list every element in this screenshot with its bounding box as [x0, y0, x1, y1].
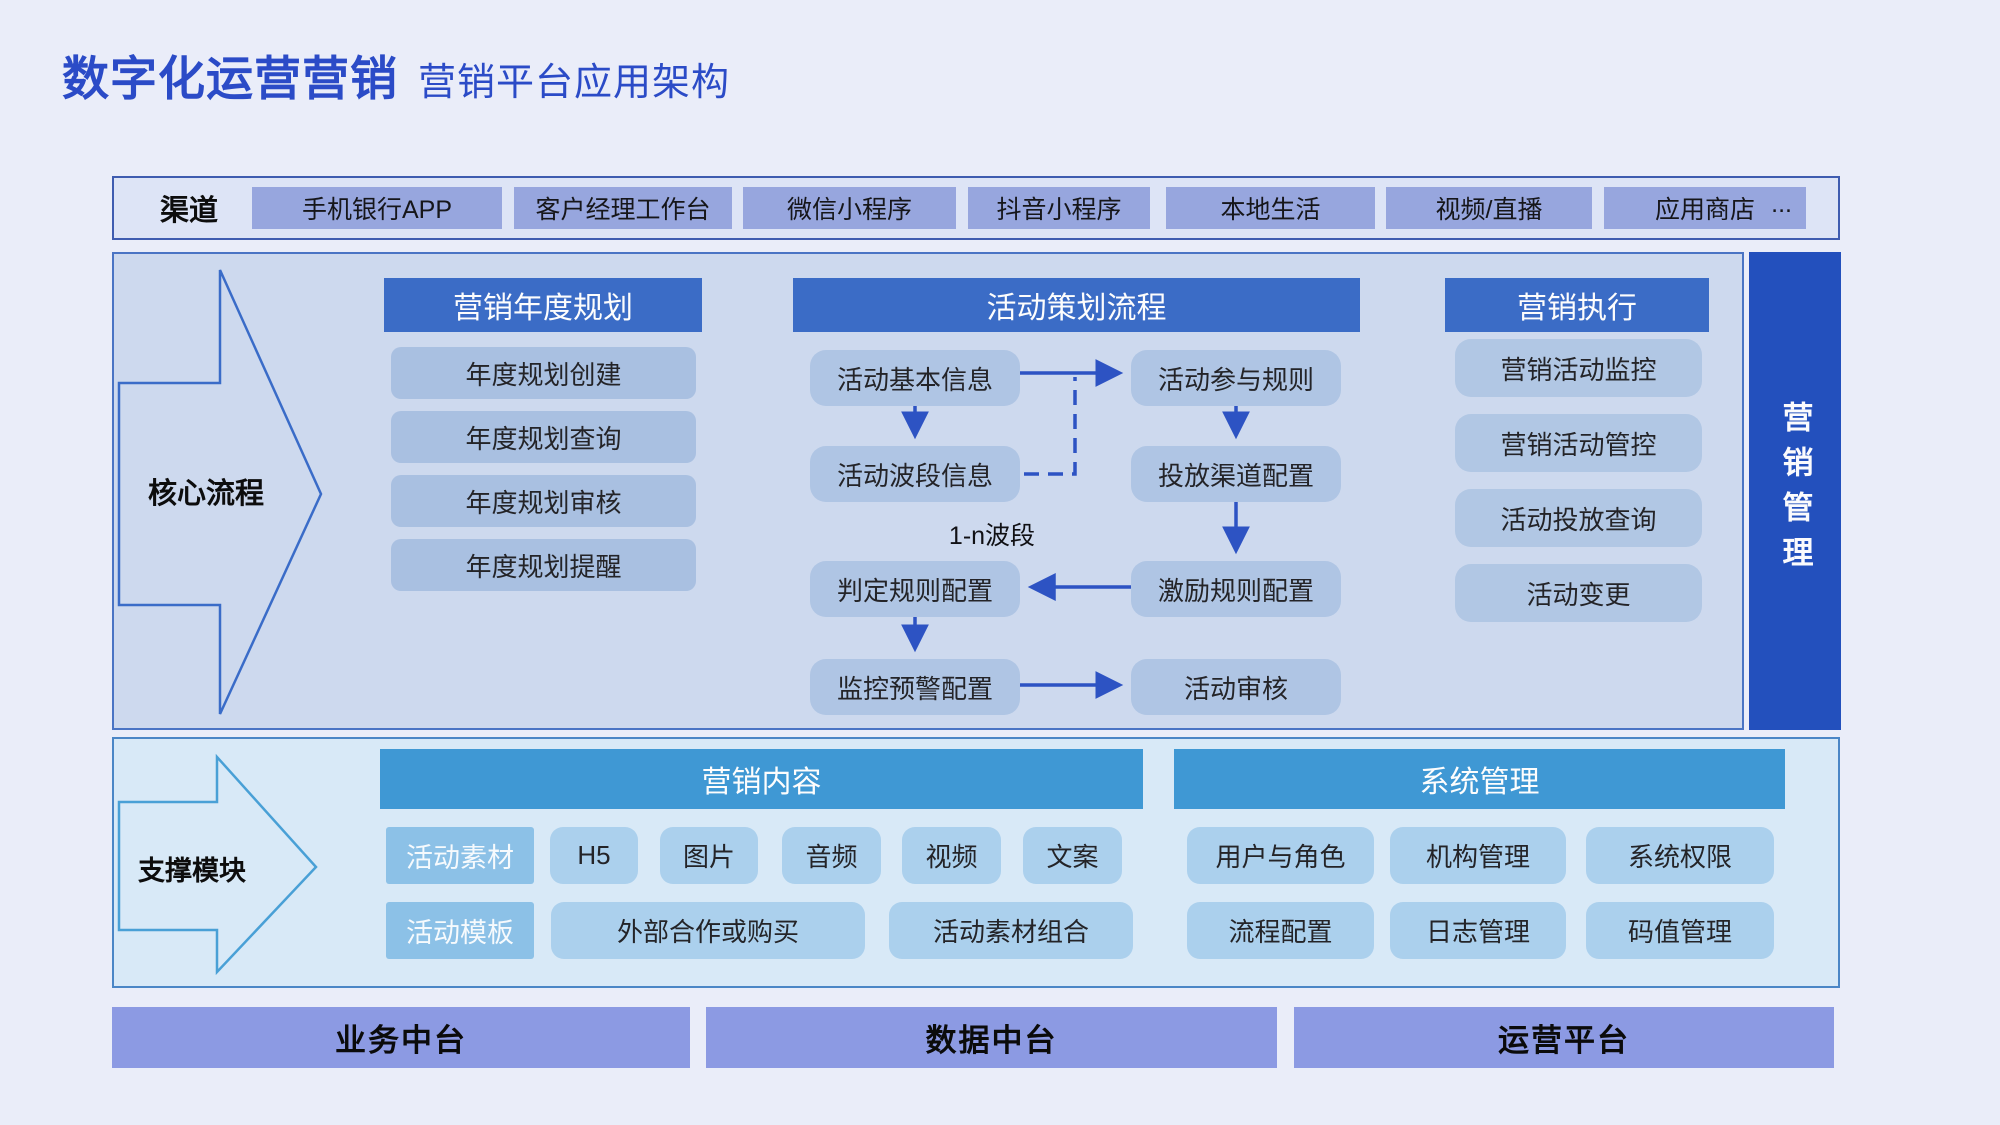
channels-label: 渠道 [159, 195, 218, 227]
item-system-permissions: 系统权限 [1586, 827, 1774, 884]
item-material-combination: 活动素材组合 [889, 902, 1133, 959]
item-image: 图片 [660, 827, 758, 884]
item-annual-plan-query: 年度规划查询 [391, 411, 696, 463]
marketing-management-sidebar: 营销管理 [1749, 252, 1841, 730]
item-external-cooperation: 外部合作或购买 [551, 902, 865, 959]
support-arrow-graphic [117, 753, 318, 976]
item-video: 视频 [902, 827, 1001, 884]
item-process-config: 流程配置 [1187, 902, 1374, 959]
channel-account-manager-workbench: 客户经理工作台 [514, 187, 732, 229]
channel-video-live: 视频/直播 [1386, 187, 1592, 229]
dashed-wave-feedback-line [1024, 377, 1077, 476]
node-participation-rules: 活动参与规则 [1131, 350, 1341, 406]
core-process-arrow-shape [117, 269, 323, 715]
item-code-value-management: 码值管理 [1586, 902, 1774, 959]
channels-ellipsis: ... [1771, 190, 1792, 219]
item-log-management: 日志管理 [1390, 902, 1566, 959]
item-users-roles: 用户与角色 [1187, 827, 1374, 884]
item-delivery-query: 活动投放查询 [1455, 489, 1702, 547]
page-title-primary: 数字化运营营销 [62, 52, 398, 105]
node-activity-audit: 活动审核 [1131, 659, 1341, 715]
platform-operations: 运营平台 [1294, 1007, 1834, 1068]
channel-local-life: 本地生活 [1166, 187, 1375, 229]
header-system-management: 系统管理 [1174, 749, 1785, 809]
item-h5: H5 [550, 827, 638, 884]
core-process-section: 核心流程 营销年度规划 年度规划创建 年度规划查询 年度规划审核 年度规划提醒 … [112, 252, 1744, 730]
item-org-management: 机构管理 [1390, 827, 1566, 884]
channel-wechat-miniprogram: 微信小程序 [743, 187, 956, 229]
platform-business-middle: 业务中台 [112, 1007, 690, 1068]
node-delivery-channel-config: 投放渠道配置 [1131, 446, 1341, 502]
node-monitor-alert-config: 监控预警配置 [810, 659, 1020, 715]
item-activity-change: 活动变更 [1455, 564, 1702, 622]
channels-band: 渠道 手机银行APP 客户经理工作台 微信小程序 抖音小程序 本地生活 视频/直… [112, 176, 1840, 240]
wave-count-annotation: 1-n波段 [948, 522, 1036, 550]
node-activity-basic-info: 活动基本信息 [810, 350, 1020, 406]
platform-data-middle: 数据中台 [706, 1007, 1277, 1068]
node-activity-wave-info: 活动波段信息 [810, 446, 1020, 502]
core-flow-graphics [117, 269, 1250, 715]
channel-mobile-banking-app: 手机银行APP [252, 187, 502, 229]
marketing-management-label: 营销管理 [1777, 401, 1813, 581]
node-judgement-rule-config: 判定规则配置 [810, 561, 1020, 617]
label-activity-material: 活动素材 [386, 827, 534, 884]
item-annual-plan-review: 年度规划审核 [391, 475, 696, 527]
core-process-arrow-label: 核心流程 [147, 478, 264, 510]
node-incentive-rule-config: 激励规则配置 [1131, 561, 1341, 617]
label-activity-template: 活动模板 [386, 902, 534, 959]
support-arrow-shape [117, 753, 318, 976]
support-modules-section: 支撑模块 营销内容 活动素材 H5 图片 音频 视频 文案 活动模板 外部合作或… [112, 737, 1840, 988]
item-annual-plan-create: 年度规划创建 [391, 347, 696, 399]
header-annual-planning: 营销年度规划 [384, 278, 702, 332]
item-annual-plan-reminder: 年度规划提醒 [391, 539, 696, 591]
header-marketing-execution: 营销执行 [1445, 278, 1709, 332]
header-activity-planning-flow: 活动策划流程 [793, 278, 1360, 332]
item-campaign-monitoring: 营销活动监控 [1455, 339, 1702, 397]
item-audio: 音频 [782, 827, 881, 884]
channel-douyin-miniprogram: 抖音小程序 [968, 187, 1150, 229]
channel-app-store-label: 应用商店 [1654, 196, 1755, 224]
item-copywriting: 文案 [1023, 827, 1122, 884]
channel-app-store: 应用商店 ... [1604, 187, 1806, 229]
page-title: 数字化运营营销 营销平台应用架构 [62, 40, 730, 109]
header-marketing-content: 营销内容 [380, 749, 1143, 809]
support-arrow-label: 支撑模块 [138, 856, 246, 886]
page-title-secondary: 营销平台应用架构 [418, 62, 731, 104]
item-campaign-control: 营销活动管控 [1455, 414, 1702, 472]
